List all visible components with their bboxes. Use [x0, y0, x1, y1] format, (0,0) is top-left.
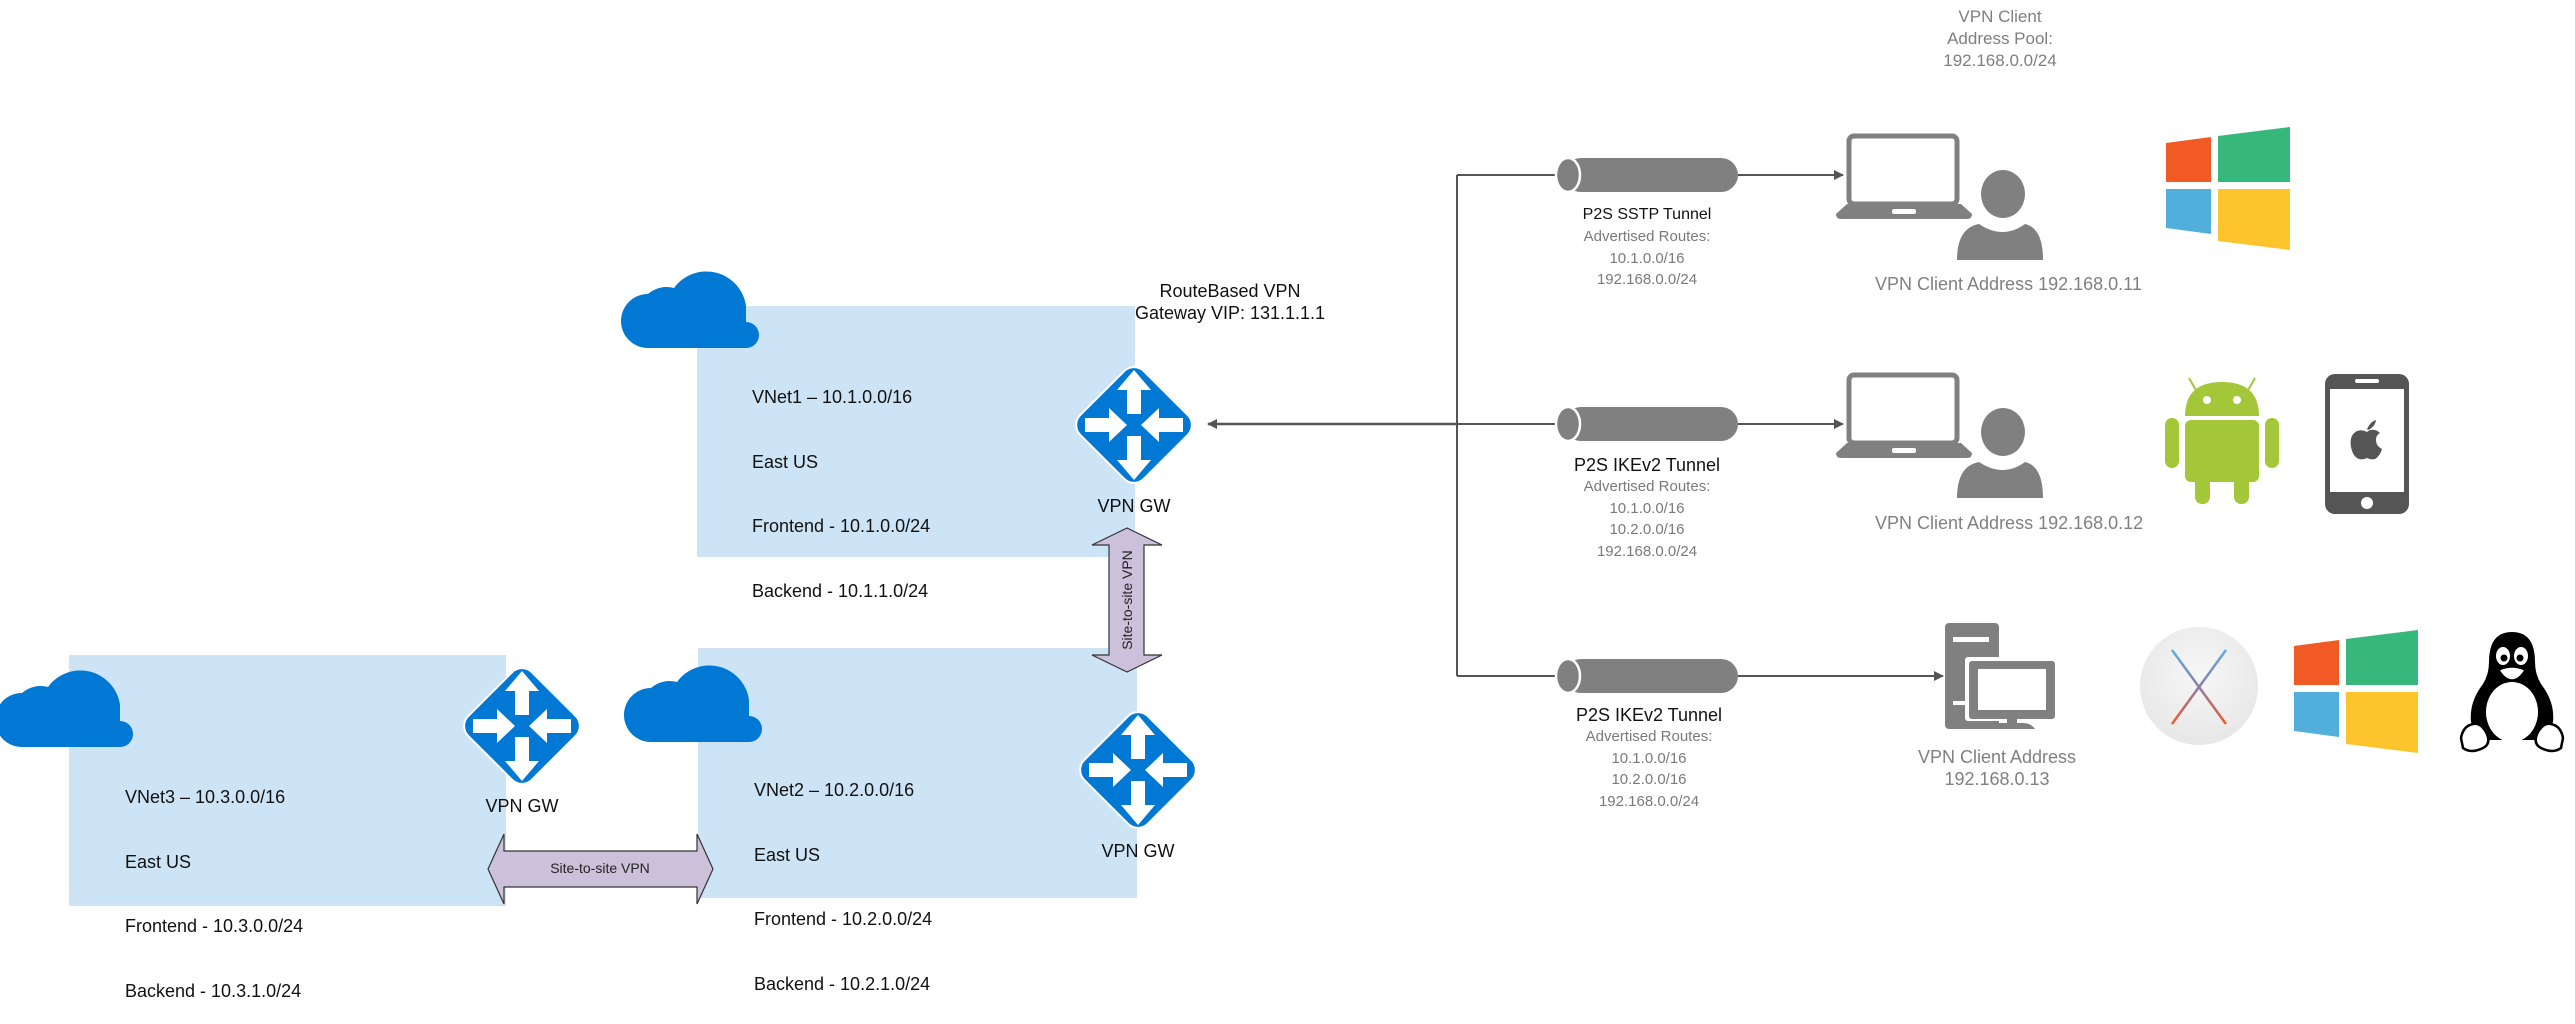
vnet2-region: East US	[754, 844, 821, 865]
tunnel2-route: 192.168.0.0/24	[1596, 542, 1698, 560]
vnet2-name: VNet2 – 10.2.0.0/16	[754, 780, 915, 800]
client-pool-line1: VPN Client	[1958, 7, 2042, 26]
vnet3-gateway-label: VPN GW	[485, 796, 559, 816]
client3-address: VPN Client Address 192.168.0.13	[1897, 746, 2097, 790]
tunnel-icon	[1554, 156, 1738, 194]
site-to-site-horizontal-label: Site-to-site VPN	[550, 860, 650, 876]
windows-logo-icon	[2166, 127, 2290, 250]
vnet3-name: VNet3 – 10.3.0.0/16	[125, 787, 286, 807]
tunnel2-route: 10.2.0.0/16	[1609, 521, 1685, 538]
tunnel1-routes-label: Advertised Routes:	[1583, 228, 1711, 245]
vnet1-region: East US	[752, 451, 819, 472]
client1-address: VPN Client Address 192.168.0.11	[1875, 274, 2142, 294]
tunnel-icon	[1554, 657, 1738, 695]
iphone-apple-icon	[2325, 374, 2409, 514]
site-to-site-vertical-arrow	[1091, 527, 1163, 673]
vnet2-gateway-label: VPN GW	[1101, 841, 1175, 861]
tunnel1-route: 10.1.0.0/16	[1609, 249, 1685, 267]
vnet3-box	[69, 655, 506, 906]
vnet1-frontend: Frontend - 10.1.0.0/24	[752, 516, 931, 536]
gateway-type: RouteBased VPN	[1159, 281, 1301, 301]
vpn-gateway-icon[interactable]	[453, 657, 591, 795]
desktop-computer-icon	[1945, 623, 2057, 729]
vnet2-backend: Backend - 10.2.1.0/24	[754, 973, 931, 994]
windows-logo-icon	[2294, 630, 2418, 753]
vnet1-backend: Backend - 10.1.1.0/24	[752, 580, 929, 601]
vnet3-frontend: Frontend - 10.3.0.0/24	[125, 916, 304, 936]
vnet1-name: VNet1 – 10.1.0.0/16	[752, 387, 913, 407]
laptop-icon	[1836, 133, 1972, 219]
gateway-info: RouteBased VPN Gateway VIP: 131.1.1.1	[1130, 280, 1330, 324]
tunnel1-info: P2S SSTP Tunnel Advertised Routes: 10.1.…	[1547, 204, 1747, 291]
tunnel2-title: P2S IKEv2 Tunnel	[1573, 455, 1721, 475]
tunnel2-routes-label: Advertised Routes:	[1583, 478, 1711, 495]
tunnel3-routes-label: Advertised Routes:	[1585, 728, 1713, 745]
tunnel1-title: P2S SSTP Tunnel	[1582, 206, 1712, 223]
tunnel3-title: P2S IKEv2 Tunnel	[1575, 705, 1723, 725]
site-to-site-horizontal-arrow	[487, 833, 714, 905]
vnet1-box	[697, 306, 1135, 557]
client-pool-line3: 192.168.0.0/24	[1943, 51, 2057, 70]
cloud-icon	[624, 665, 762, 742]
vpn-gateway-icon[interactable]	[1069, 701, 1207, 839]
vnet3-region: East US	[125, 851, 192, 872]
client-pool-line2: Address Pool:	[1947, 29, 2053, 48]
gateway-vip: Gateway VIP: 131.1.1.1	[1134, 303, 1326, 323]
tunnel3-route: 10.2.0.0/16	[1611, 771, 1687, 788]
tunnel2-info: P2S IKEv2 Tunnel Advertised Routes: 10.1…	[1547, 454, 1747, 562]
vnet1-details: VNet1 – 10.1.0.0/16 East US Frontend - 1…	[752, 344, 930, 624]
linux-tux-icon	[2459, 632, 2565, 753]
tunnel3-route: 10.1.0.0/16	[1611, 749, 1687, 767]
p2s-connection-lines	[1207, 170, 1944, 681]
cloud-icon	[0, 670, 133, 747]
macos-logo-icon	[2140, 627, 2258, 745]
cloud-icon	[621, 271, 759, 348]
tunnel1-route: 192.168.0.0/24	[1596, 271, 1698, 288]
tunnel3-route: 192.168.0.0/24	[1598, 792, 1700, 810]
client-address-pool: VPN Client Address Pool: 192.168.0.0/24	[1900, 6, 2100, 72]
vnet1-gateway-label: VPN GW	[1097, 496, 1171, 516]
tunnel3-info: P2S IKEv2 Tunnel Advertised Routes: 10.1…	[1549, 704, 1749, 812]
client3-address-label: VPN Client Address	[1917, 747, 2077, 767]
android-logo-icon	[2165, 377, 2279, 504]
tunnel-icon	[1554, 405, 1738, 443]
vnet2-frontend: Frontend - 10.2.0.0/24	[754, 909, 933, 929]
tunnel2-route: 10.1.0.0/16	[1609, 499, 1685, 517]
client3-address-value: 192.168.0.13	[1944, 769, 2050, 789]
vnet2-box	[698, 648, 1137, 898]
user-icon	[1957, 168, 2043, 260]
user-icon	[1957, 406, 2043, 498]
client2-address: VPN Client Address 192.168.0.12	[1875, 513, 2144, 533]
vnet3-backend: Backend - 10.3.1.0/24	[125, 980, 302, 1001]
laptop-icon	[1836, 372, 1972, 458]
vpn-gateway-icon[interactable]	[1065, 356, 1203, 494]
